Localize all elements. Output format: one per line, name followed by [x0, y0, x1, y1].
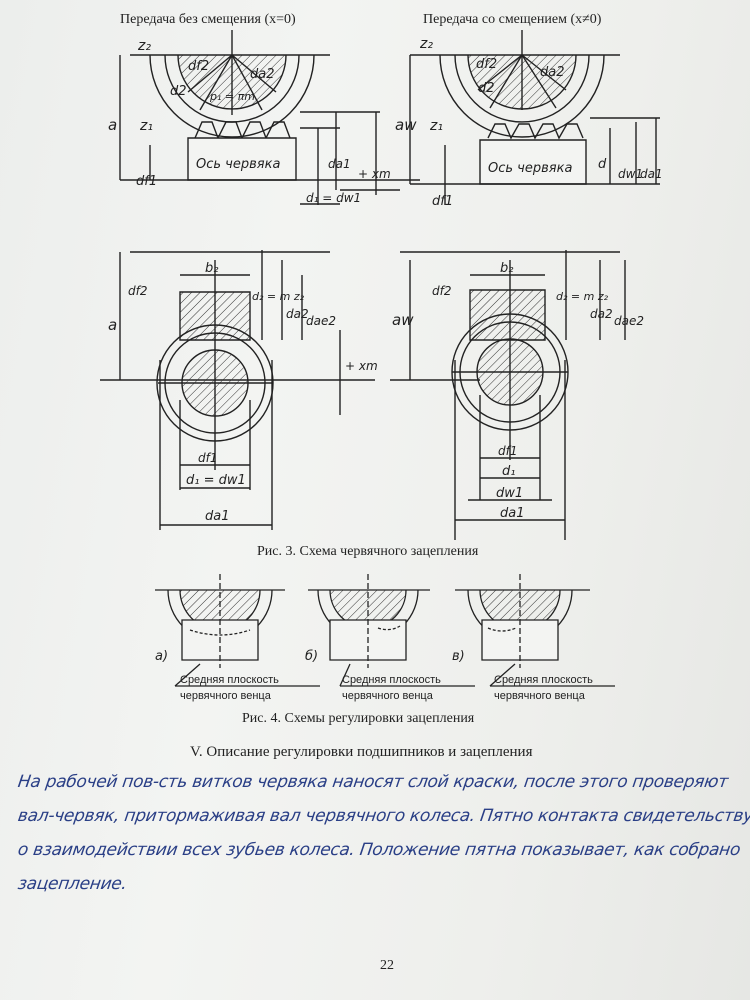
label-aw-bottom-right: aw	[392, 311, 414, 329]
label-df1-bottom-right: df1	[498, 444, 517, 458]
label-dae2-bottom-left: dae2	[306, 314, 336, 328]
handwritten-line-4: зацепление.	[16, 874, 129, 894]
caption-figure-3: Рис. 3. Схема червячного зацепления	[257, 544, 479, 559]
label-df1-bottom-left: df1	[198, 451, 217, 465]
label-d2-left: d2	[170, 84, 187, 99]
label-fig4-b: б)	[305, 649, 318, 664]
handwritten-line-3: о взаимодействии всех зубьев колеса. Пол…	[16, 840, 742, 860]
label-df2-bottom-right: df2	[432, 284, 451, 298]
label-dw1-right: dw1	[618, 167, 643, 181]
label-d-right: d	[598, 157, 607, 172]
label-da1-left: da1	[328, 157, 351, 171]
label-d2mz2-left: d₂ = m z₂	[252, 290, 305, 303]
label-da2-bottom-left: da2	[286, 307, 309, 321]
label-d2-right: d2	[478, 81, 495, 96]
label-fig4-a: а)	[155, 649, 168, 664]
label-z1-left: z₁	[139, 118, 153, 134]
fig4-v-mid-plane-1: Средняя плоскость	[494, 674, 593, 686]
label-da2-right: da2	[540, 65, 565, 80]
label-df2-bottom-left: df2	[128, 284, 147, 298]
label-z2-left: z₂	[137, 38, 151, 54]
header-no-offset: Передача без смещения (x=0)	[120, 12, 296, 27]
label-worm-axis-right: Ось червяка	[488, 161, 572, 176]
label-d1-bottom-right: d₁	[502, 464, 515, 479]
fig4-b-mid-plane-1: Средняя плоскость	[342, 674, 441, 686]
label-z1-right: z₁	[429, 118, 443, 134]
label-fig4-v: в)	[452, 649, 465, 664]
label-da1-right: da1	[640, 167, 663, 181]
label-b2-right: b₂	[500, 261, 513, 276]
label-a-bottom-left: a	[108, 316, 117, 334]
label-dw1-bottom-right: dw1	[496, 486, 523, 501]
section-title: V. Описание регулировки подшипников и за…	[190, 744, 533, 760]
handwritten-line-1: На рабочей пов-сть витков червяка нанося…	[16, 772, 730, 792]
label-a-left: a	[108, 116, 117, 134]
label-da2-left: da2	[250, 67, 275, 82]
label-df2-left: df2	[188, 59, 209, 74]
handwritten-line-2: вал-червяк, притормаживая вал червячного…	[16, 806, 750, 826]
label-z2-right: z₂	[419, 36, 433, 52]
label-d2mz2-right: d₂ = m z₂	[556, 290, 609, 303]
label-df1-left: df1	[136, 174, 157, 189]
label-xm-left: + xm	[358, 167, 391, 181]
label-aw-right: aw	[395, 116, 417, 134]
label-b2-left: b₂	[205, 261, 218, 276]
label-df1-right: df1	[432, 194, 453, 209]
label-dae2-bottom-right: dae2	[614, 314, 644, 328]
header-with-offset: Передача со смещением (x≠0)	[423, 12, 602, 27]
label-worm-axis-left: Ось червяка	[196, 157, 280, 172]
label-p1: p₁ = πm	[209, 90, 255, 103]
figure-4-drawing: а) б) в) Средняя плоскость червячного ве…	[155, 574, 615, 702]
label-d1-dw1-bottom-left: d₁ = dw1	[186, 473, 246, 488]
page-number: 22	[380, 958, 394, 973]
fig4-v-mid-plane-2: червячного венца	[494, 690, 586, 702]
label-da2-bottom-right: da2	[590, 307, 613, 321]
fig4-b-mid-plane-2: червячного венца	[342, 690, 434, 702]
label-d1-dw1-left: d₁ = dw1	[306, 191, 361, 205]
label-da1-bottom-right: da1	[500, 506, 525, 521]
label-xm-bottom: + xm	[345, 359, 378, 373]
label-da1-bottom-left: da1	[205, 509, 230, 524]
figure-3-drawing: z₂ df2 da2 d2 p₁ = πm z₁ a Ось червяка d…	[100, 30, 663, 540]
fig4-a-mid-plane-2: червячного венца	[180, 690, 272, 702]
label-df2-right: df2	[476, 57, 497, 72]
fig4-a-mid-plane-1: Средняя плоскость	[180, 674, 279, 686]
caption-figure-4: Рис. 4. Схемы регулировки зацепления	[242, 711, 475, 726]
